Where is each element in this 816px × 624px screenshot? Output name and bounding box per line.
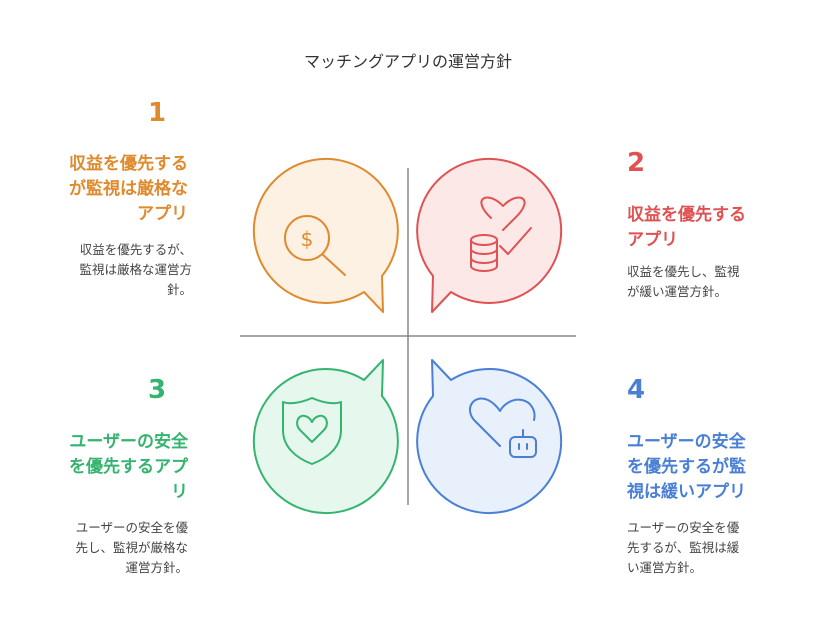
quadrant-3-desc-line: 運営方針。 (125, 560, 188, 575)
quadrant-2-description: 収益を優先し、監視 が緩い運営方針。 (627, 262, 797, 302)
quadrant-2-bubble (416, 157, 563, 313)
quadrant-1-bubble-shape (252, 157, 399, 313)
quadrant-3-description: ユーザーの安全を優 先し、監視が厳格な 運営方針。 (28, 518, 188, 578)
quadrant-1-heading: 収益を優先する が監視は厳格な アプリ (28, 152, 188, 227)
dollar-magnifier-icon: $ (284, 215, 346, 276)
quadrant-1-description: 収益を優先するが、 監視は厳格な運営方 針。 (42, 240, 192, 300)
quadrant-3-desc-line: 先し、監視が厳格な (75, 540, 188, 555)
quadrant-4-desc-line: 先するが、監視は緩 (627, 540, 740, 555)
diagram-title: マッチングアプリの運営方針 (303, 52, 512, 71)
quadrant-4-number: 4 (627, 375, 646, 405)
quadrant-4-description: ユーザーの安全を優 先するが、監視は緩 い運営方針。 (627, 518, 797, 578)
quadrant-3-heading-line: ユーザーの安全 (69, 432, 188, 452)
quadrant-1-desc-line: 監視は厳格な運営方 (79, 262, 192, 277)
heart-robot-icon (469, 397, 537, 458)
quadrant-3-heading-line: リ (171, 482, 188, 502)
quadrant-4-heading-line: ユーザーの安全 (627, 432, 746, 452)
quadrant-4-bubble (416, 359, 563, 515)
quadrant-2-desc-line: が緩い運営方針。 (627, 284, 728, 299)
quadrant-2-heading-line: アプリ (627, 230, 678, 250)
quadrant-3-number: 3 (148, 375, 167, 405)
quadrant-3-bubble-shape (252, 359, 399, 515)
quadrant-1-number: 1 (148, 98, 167, 128)
quadrant-2-heading: 収益を優先する アプリ (627, 203, 797, 253)
heart-shield-icon (282, 397, 342, 465)
quadrant-4-desc-line: い運営方針。 (627, 560, 703, 575)
quadrant-1-bubble: $ (252, 157, 399, 313)
quadrant-1-desc-line: 針。 (166, 282, 192, 297)
quadrant-1-desc-line: 収益を優先するが、 (79, 242, 192, 257)
dollar-sign: $ (301, 227, 314, 251)
quadrant-1-heading-line: が監視は厳格な (69, 179, 188, 199)
quadrant-3-bubble (252, 359, 399, 515)
quadrant-1-heading-line: 収益を優先する (69, 154, 188, 174)
quadrant-2-heading-line: 収益を優先する (627, 205, 746, 225)
quadrant-3-heading: ユーザーの安全 を優先するアプ リ (18, 430, 188, 505)
heart-coins-icon (470, 196, 532, 272)
quadrant-2-desc-line: 収益を優先し、監視 (627, 264, 740, 279)
quadrant-4-desc-line: ユーザーの安全を優 (627, 520, 740, 535)
quadrant-2-number: 2 (627, 148, 646, 178)
quadrant-1-heading-line: アプリ (137, 204, 188, 224)
quadrant-3-desc-line: ユーザーの安全を優 (75, 520, 188, 535)
quadrant-4-heading-line: を優先するが監 (627, 457, 746, 477)
quadrant-4-heading-line: 視は緩いアプリ (627, 482, 746, 502)
quadrant-3-heading-line: を優先するアプ (69, 457, 188, 477)
quadrant-4-heading: ユーザーの安全 を優先するが監 視は緩いアプリ (627, 430, 802, 505)
